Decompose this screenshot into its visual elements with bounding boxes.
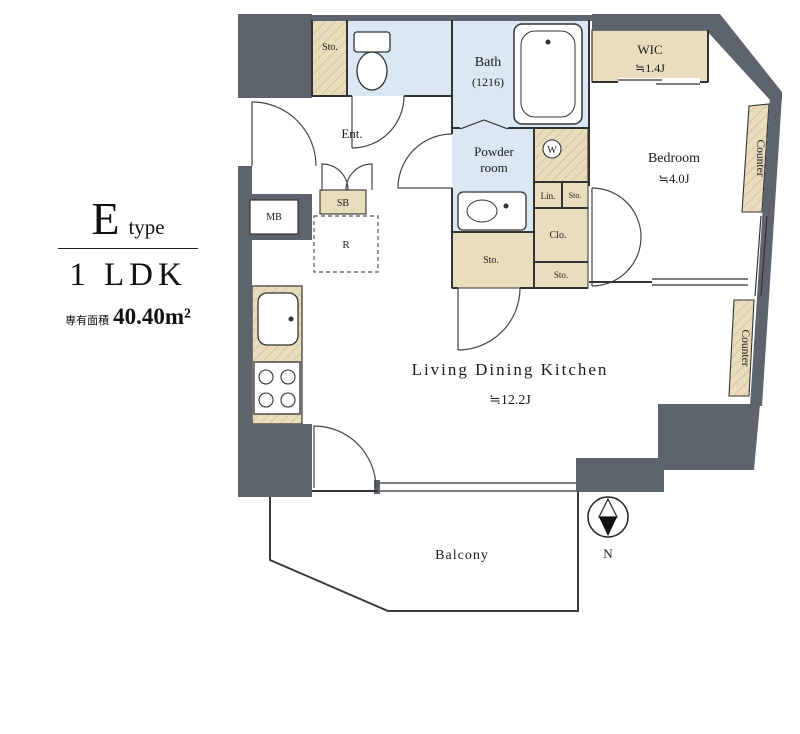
wall-top-thin (312, 15, 592, 21)
hall-double-door-arcs (321, 163, 373, 191)
bath-size-label: (1216) (472, 75, 504, 89)
bedroom-size-label: ≒4.0J (659, 172, 690, 186)
counter-lower-label: Counter (739, 329, 751, 366)
storage-mid-label: Sto. (483, 255, 499, 266)
linen-label: Lin. (541, 191, 556, 201)
powder-label-line2: room (480, 160, 507, 175)
closet-label: Clo. (550, 230, 567, 241)
bathtub-icon (513, 23, 583, 125)
toilet-door-arc (351, 95, 405, 149)
area-caption: 専有面積 (65, 315, 110, 327)
wall-right-slanted (750, 96, 782, 406)
washer-label: W (547, 145, 557, 156)
compass-needle-bottom (599, 517, 617, 536)
north-label: N (603, 546, 613, 561)
window-lines (380, 215, 768, 492)
vanity-sink-icon (457, 191, 527, 231)
wall-window-post (374, 480, 380, 494)
washer-box (533, 127, 589, 183)
wall-top-right (592, 14, 714, 30)
wic-label: WIC (637, 42, 662, 57)
closet-box (533, 207, 589, 263)
bedroom-sliding-door (652, 278, 748, 286)
bath-bifold-door (459, 119, 509, 130)
balcony-door-arc (313, 425, 377, 489)
storage-bottom-label: Sto. (554, 270, 568, 280)
wall-bottom-strip (576, 458, 664, 492)
wic-sliding-door (618, 79, 700, 85)
stove-icon (253, 361, 301, 415)
wall-bottom-right-block (658, 404, 760, 470)
shoe-box-label: SB (337, 198, 350, 209)
storage-upper-room (311, 19, 348, 97)
type-word: type (128, 215, 165, 239)
shoe-box (319, 189, 367, 215)
counter-upper-label: Counter (754, 139, 766, 176)
storage-bottom-box (533, 261, 589, 289)
entrance-door-arc (251, 101, 317, 167)
powder-label-line1: Powder (474, 144, 514, 159)
type-letter: E (91, 193, 122, 244)
sliding-doors (459, 78, 748, 286)
layout-label: 1 LDK (69, 257, 187, 293)
door-arcs (251, 95, 642, 489)
wall-left-segment (238, 166, 252, 194)
room-labels: Sto. Bath (1216) WIC ≒1.4J Bedroom ≒4.0J… (266, 42, 766, 563)
storage-door-arc (457, 287, 521, 351)
wall-left-kitchen (238, 240, 252, 424)
meter-box (249, 199, 299, 235)
powder-door-arc (397, 133, 453, 189)
ldk-size-label: ≒12.2J (489, 393, 531, 408)
wic-slider-gap (618, 78, 700, 86)
fixtures (249, 23, 583, 415)
wall-top-left-block (238, 14, 312, 98)
storage-top-label: Sto. (569, 191, 582, 200)
closet-double-door-arcs (591, 187, 642, 287)
wic-size-label: ≒1.4J (635, 61, 665, 75)
meter-box-label: MB (266, 212, 282, 223)
bedroom-label: Bedroom (648, 151, 700, 166)
storage-mid-box (451, 231, 535, 289)
balcony-label: Balcony (435, 548, 489, 563)
washer-symbol-circle (542, 139, 562, 159)
area-value: 40.40m² (113, 304, 191, 329)
north-indicator: N (587, 496, 629, 561)
entrance-label: Ent. (341, 126, 362, 141)
refrigerator-label: R (342, 239, 350, 251)
ldk-label: Living Dining Kitchen (412, 360, 609, 379)
balcony-outline (269, 492, 579, 612)
wall-corner-diagonal (706, 14, 782, 100)
refrigerator-space (313, 215, 379, 273)
divider-rule (58, 248, 198, 249)
toilet-icon (353, 31, 391, 91)
counter-lower-strip (728, 299, 755, 397)
bath-label: Bath (475, 55, 501, 70)
counter-upper-strip (741, 103, 770, 213)
wic-room (591, 29, 709, 83)
storage-upper-label: Sto. (322, 42, 338, 53)
wall-bottom-left-block (238, 424, 312, 497)
kitchen-sink-icon (257, 292, 299, 346)
interior-walls (311, 20, 709, 492)
